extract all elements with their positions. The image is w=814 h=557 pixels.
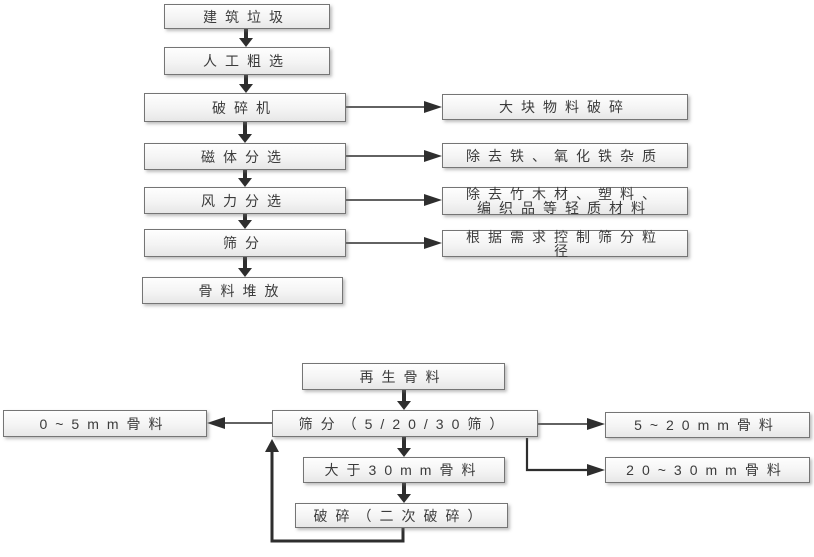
arrow-screening-to-over30 (397, 437, 411, 457)
node-remove-light-materials: 除去竹木材、塑料、 编织品等轻质材料 (442, 187, 688, 215)
arrow-screening-to-5-20mm (538, 418, 605, 430)
node-wind-separation: 风力分选 (144, 187, 346, 214)
arrow-screening-to-20-30mm (525, 438, 605, 476)
node-screening: 筛分 (144, 229, 346, 257)
arrow-wind-to-screening (238, 214, 252, 229)
node-aggregate-0-5mm: 0~5mm骨料 (3, 410, 207, 437)
node-aggregate-over-30mm: 大于30mm骨料 (303, 457, 505, 483)
node-secondary-crushing: 破碎（二次破碎） (295, 503, 508, 528)
node-screening-5-20-30: 筛分（5/20/30筛） (272, 410, 538, 437)
node-magnetic-separation: 磁体分选 (144, 143, 346, 170)
node-screen-size-control: 根据需求控制筛分粒 径 (442, 230, 688, 258)
arrow-magnetic-to-wind (238, 170, 252, 187)
arrow-wind-to-note (346, 194, 442, 206)
node-recycled-aggregate: 再生骨料 (302, 363, 505, 390)
arrow-screening-to-note (346, 237, 442, 249)
arrow-magnetic-to-note (346, 150, 442, 162)
arrow-over30-to-crushing (397, 483, 411, 503)
node-aggregate-5-20mm: 5~20mm骨料 (605, 412, 810, 438)
node-remove-iron-impurities: 除去铁、氧化铁杂质 (442, 143, 688, 168)
node-construction-waste: 建筑垃圾 (164, 4, 330, 29)
node-large-material-crushing: 大块物料破碎 (442, 94, 688, 120)
node-aggregate-stacking: 骨料堆放 (142, 277, 343, 304)
node-manual-rough-sorting: 人工粗选 (164, 47, 330, 75)
arrow-crusher-to-magnetic (238, 122, 252, 143)
arrow-screening-to-0-5mm (207, 417, 272, 429)
arrow-crusher-to-note (346, 101, 442, 113)
arrow-recycled-to-screening (397, 390, 411, 410)
node-aggregate-20-30mm: 20~30mm骨料 (605, 457, 810, 483)
arrow-screening-to-stacking (238, 257, 252, 277)
node-crusher: 破碎机 (144, 93, 346, 122)
arrow-waste-to-manual (239, 29, 253, 47)
arrow-manual-to-crusher (239, 75, 253, 93)
